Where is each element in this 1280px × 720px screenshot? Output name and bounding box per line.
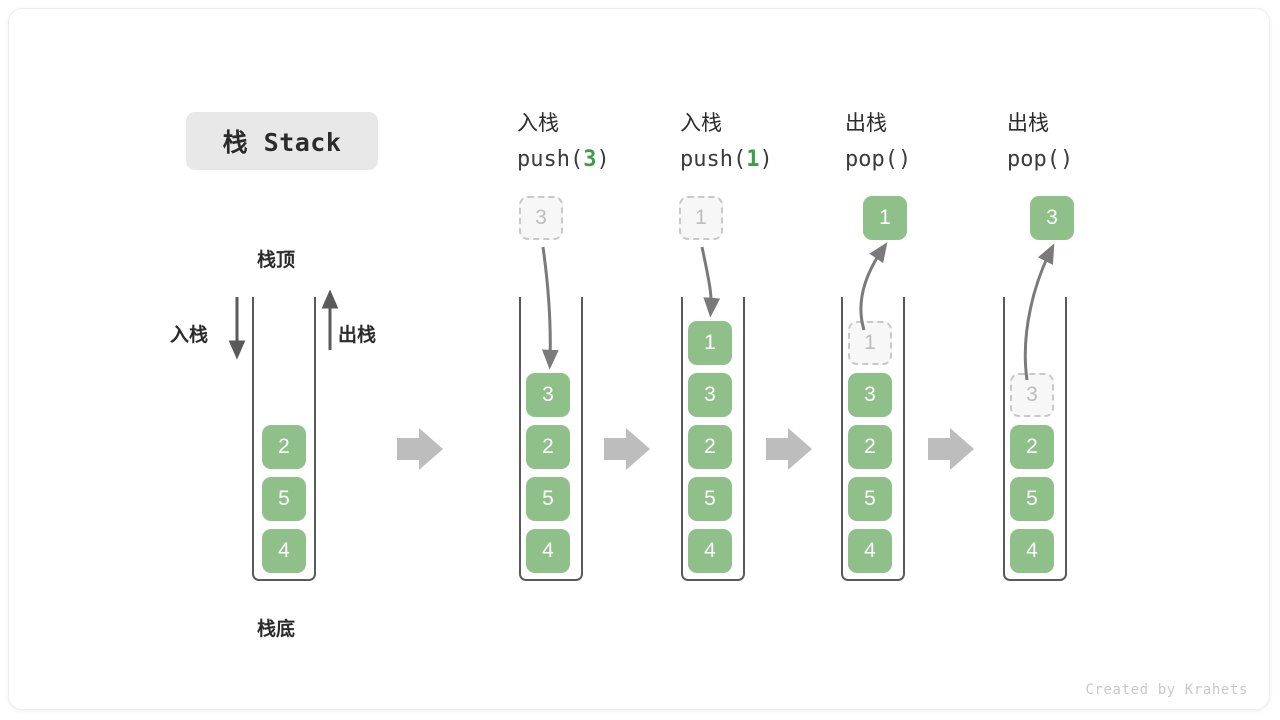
stack-cell: 2: [848, 425, 892, 469]
stack-cell-removed: 1: [848, 321, 892, 365]
stack-container-initial: [252, 297, 316, 581]
stage-heading-code: pop(): [1007, 147, 1074, 172]
incoming-value-box: 3: [519, 196, 563, 240]
stack-cell: 4: [1010, 529, 1054, 573]
stage-heading-cn: 入栈: [680, 112, 722, 135]
popped-value-box: 1: [863, 196, 907, 240]
stage-heading-pop-1: 出栈 pop(): [845, 106, 911, 178]
stage-heading-cn: 入栈: [517, 112, 559, 135]
stack-container-pop-1: [841, 297, 905, 581]
stack-cell: 4: [688, 529, 732, 573]
stack-cell: 2: [526, 425, 570, 469]
stage-code-arg: 3: [583, 147, 597, 172]
stack-container-push-3: [519, 297, 583, 581]
stack-cell: 2: [1010, 425, 1054, 469]
stack-cell: 4: [262, 529, 306, 573]
stack-cell: 5: [688, 477, 732, 521]
stack-cell: 1: [688, 321, 732, 365]
push-direction-label: 入栈: [170, 325, 209, 346]
stage-heading-cn: 出栈: [845, 112, 887, 135]
stage-heading-code: push(1): [680, 147, 773, 172]
stack-container-pop-3: [1003, 297, 1067, 581]
stage-heading-pop-3: 出栈 pop(): [1007, 106, 1073, 178]
stack-cell: 2: [262, 425, 306, 469]
stage-heading-cn: 出栈: [1007, 112, 1049, 135]
stack-cell: 3: [848, 373, 892, 417]
stack-cell: 3: [688, 373, 732, 417]
stack-container-push-1: [681, 297, 745, 581]
stage-heading-code: pop(): [845, 147, 912, 172]
stage-heading-push-1: 入栈 push(1): [680, 106, 773, 178]
credit-footer: Created by Krahets: [1085, 682, 1248, 698]
stack-cell: 5: [1010, 477, 1054, 521]
stage-heading-code: push(3): [517, 147, 610, 172]
stack-cell: 2: [688, 425, 732, 469]
stack-cell: 4: [848, 529, 892, 573]
stack-cell: 5: [848, 477, 892, 521]
stack-cell: 5: [526, 477, 570, 521]
stack-cell-removed: 3: [1010, 373, 1054, 417]
diagram-title: 栈 Stack: [186, 112, 378, 170]
stack-cell: 5: [262, 477, 306, 521]
stack-top-label: 栈顶: [257, 250, 296, 271]
stage-code-arg: 1: [746, 147, 760, 172]
stack-cell: 3: [526, 373, 570, 417]
stack-bottom-label: 栈底: [257, 619, 296, 640]
stage-heading-push-3: 入栈 push(3): [517, 106, 610, 178]
pop-direction-label: 出栈: [338, 325, 377, 346]
stack-cell: 4: [526, 529, 570, 573]
popped-value-box: 3: [1030, 196, 1074, 240]
incoming-value-box: 1: [679, 196, 723, 240]
